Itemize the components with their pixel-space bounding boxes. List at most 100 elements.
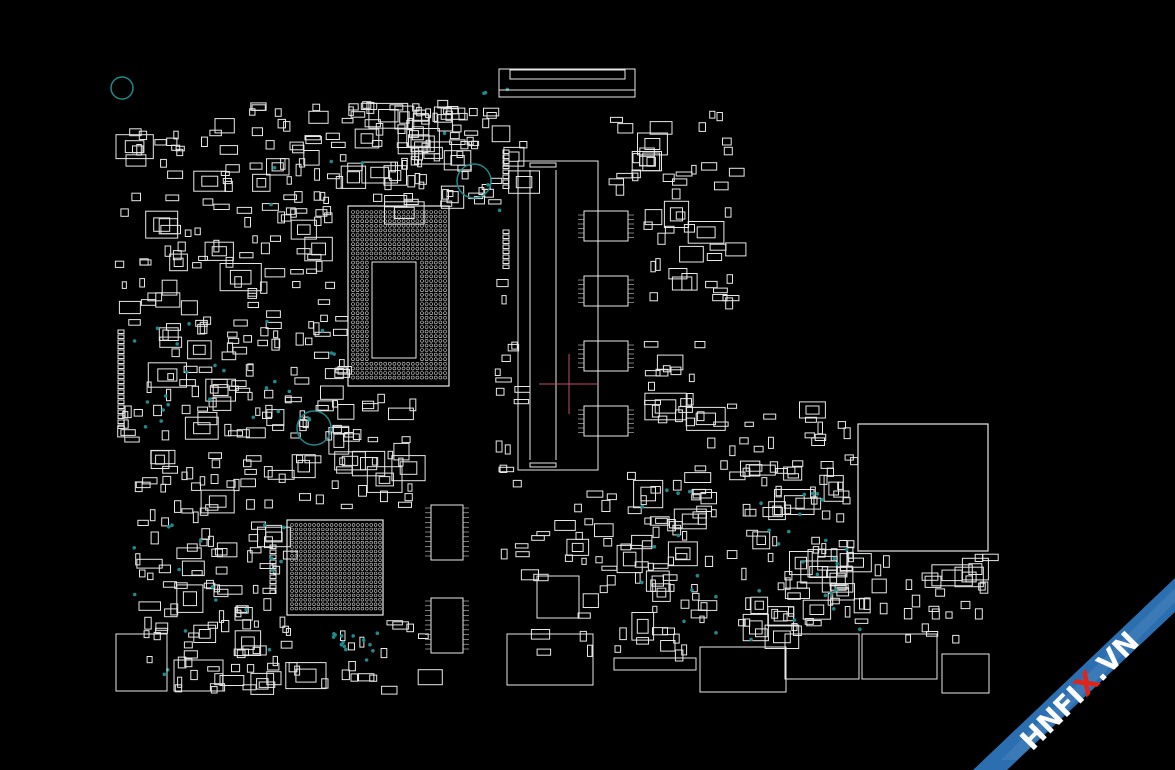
mounting-holes xyxy=(110,76,492,446)
via-dot-icon xyxy=(815,572,820,576)
small-chip-bottom xyxy=(536,575,580,619)
via-dot-icon xyxy=(714,594,718,599)
component-outline xyxy=(668,584,675,592)
component-outline xyxy=(418,181,425,190)
component-outline xyxy=(368,102,409,129)
component-outline xyxy=(406,623,414,633)
component-outline xyxy=(874,564,882,577)
component-outline xyxy=(292,144,305,154)
component-outline xyxy=(249,547,262,554)
component-outline xyxy=(414,173,421,185)
component-outline xyxy=(432,112,438,122)
component-outline xyxy=(292,281,301,289)
component-outline xyxy=(138,130,148,140)
component-outline xyxy=(227,337,240,344)
component-outline xyxy=(820,461,834,469)
component-outline xyxy=(251,127,264,137)
component-outline xyxy=(283,121,291,132)
component-outline xyxy=(417,159,423,168)
component-outline xyxy=(409,398,417,412)
component-outline xyxy=(192,262,202,269)
component-outline xyxy=(483,107,500,117)
component-outline xyxy=(836,513,845,523)
cpu-bga-package[interactable] xyxy=(347,205,450,387)
via-dot-icon xyxy=(264,386,269,390)
component-outline xyxy=(830,597,840,605)
component-pad xyxy=(805,405,820,415)
component-outline xyxy=(233,478,240,492)
component-outline xyxy=(155,292,181,308)
pch-bga-package[interactable] xyxy=(286,519,384,616)
component-outline xyxy=(334,451,366,471)
component-outline xyxy=(680,398,693,407)
top-edge-connector[interactable] xyxy=(498,68,636,98)
component-outline xyxy=(294,377,310,385)
component-outline xyxy=(198,366,213,373)
component-outline xyxy=(252,173,271,192)
component-outline xyxy=(253,620,259,628)
via-dot-icon xyxy=(792,618,797,622)
component-outline xyxy=(728,167,745,177)
component-outline xyxy=(871,578,887,594)
component-outline xyxy=(657,232,666,245)
component-outline xyxy=(278,473,286,483)
component-outline xyxy=(124,436,140,443)
component-outline xyxy=(652,627,668,636)
component-outline xyxy=(713,421,729,427)
component-outline xyxy=(347,162,363,172)
component-outline xyxy=(595,556,603,564)
component-outline xyxy=(614,645,622,653)
component-outline xyxy=(584,518,594,526)
component-outline xyxy=(219,263,262,292)
via-dot-icon xyxy=(175,342,179,346)
component-outline xyxy=(979,581,989,594)
component-outline xyxy=(280,158,286,170)
via-dot-icon xyxy=(640,580,644,585)
component-outline xyxy=(701,162,718,171)
component-outline xyxy=(586,490,604,498)
component-outline xyxy=(161,517,169,527)
component-outline xyxy=(351,450,386,477)
component-outline xyxy=(482,118,490,129)
hdmi-port xyxy=(506,633,594,686)
component-outline xyxy=(478,187,485,196)
component-outline xyxy=(172,250,182,261)
component-outline xyxy=(321,678,329,689)
component-outline xyxy=(324,212,333,224)
via-dot-icon xyxy=(265,319,269,324)
component-outline xyxy=(554,520,576,531)
component-outline xyxy=(304,135,321,141)
via-dot-icon xyxy=(187,322,191,326)
component-outline xyxy=(161,279,178,296)
component-outline xyxy=(640,495,647,506)
component-outline xyxy=(296,248,311,255)
component-outline xyxy=(446,190,454,197)
via-dot-icon xyxy=(787,529,791,534)
component-outline xyxy=(314,168,321,181)
component-outline xyxy=(671,188,681,200)
component-outline xyxy=(449,132,460,140)
component-pad xyxy=(256,178,267,188)
component-outline xyxy=(234,276,242,288)
component-outline xyxy=(211,378,228,388)
component-outline xyxy=(437,99,449,109)
component-outline xyxy=(265,140,275,150)
via-dot-icon xyxy=(307,417,312,422)
flash-chips[interactable] xyxy=(430,504,464,654)
component-outline xyxy=(458,112,468,121)
component-outline xyxy=(471,140,479,150)
bottom-ports[interactable] xyxy=(115,575,990,694)
memory-slot[interactable] xyxy=(517,160,599,471)
component-outline xyxy=(313,322,320,336)
via-dot-icon xyxy=(767,528,771,533)
header-pin xyxy=(117,414,125,419)
memory-chips[interactable] xyxy=(583,210,629,437)
component-outline xyxy=(637,132,668,156)
component-outline xyxy=(796,581,808,589)
component-outline xyxy=(793,625,802,636)
header-pin xyxy=(117,394,125,399)
header-pin xyxy=(117,364,125,369)
ec-controller-chip[interactable] xyxy=(857,423,989,552)
component-outline xyxy=(303,150,320,166)
